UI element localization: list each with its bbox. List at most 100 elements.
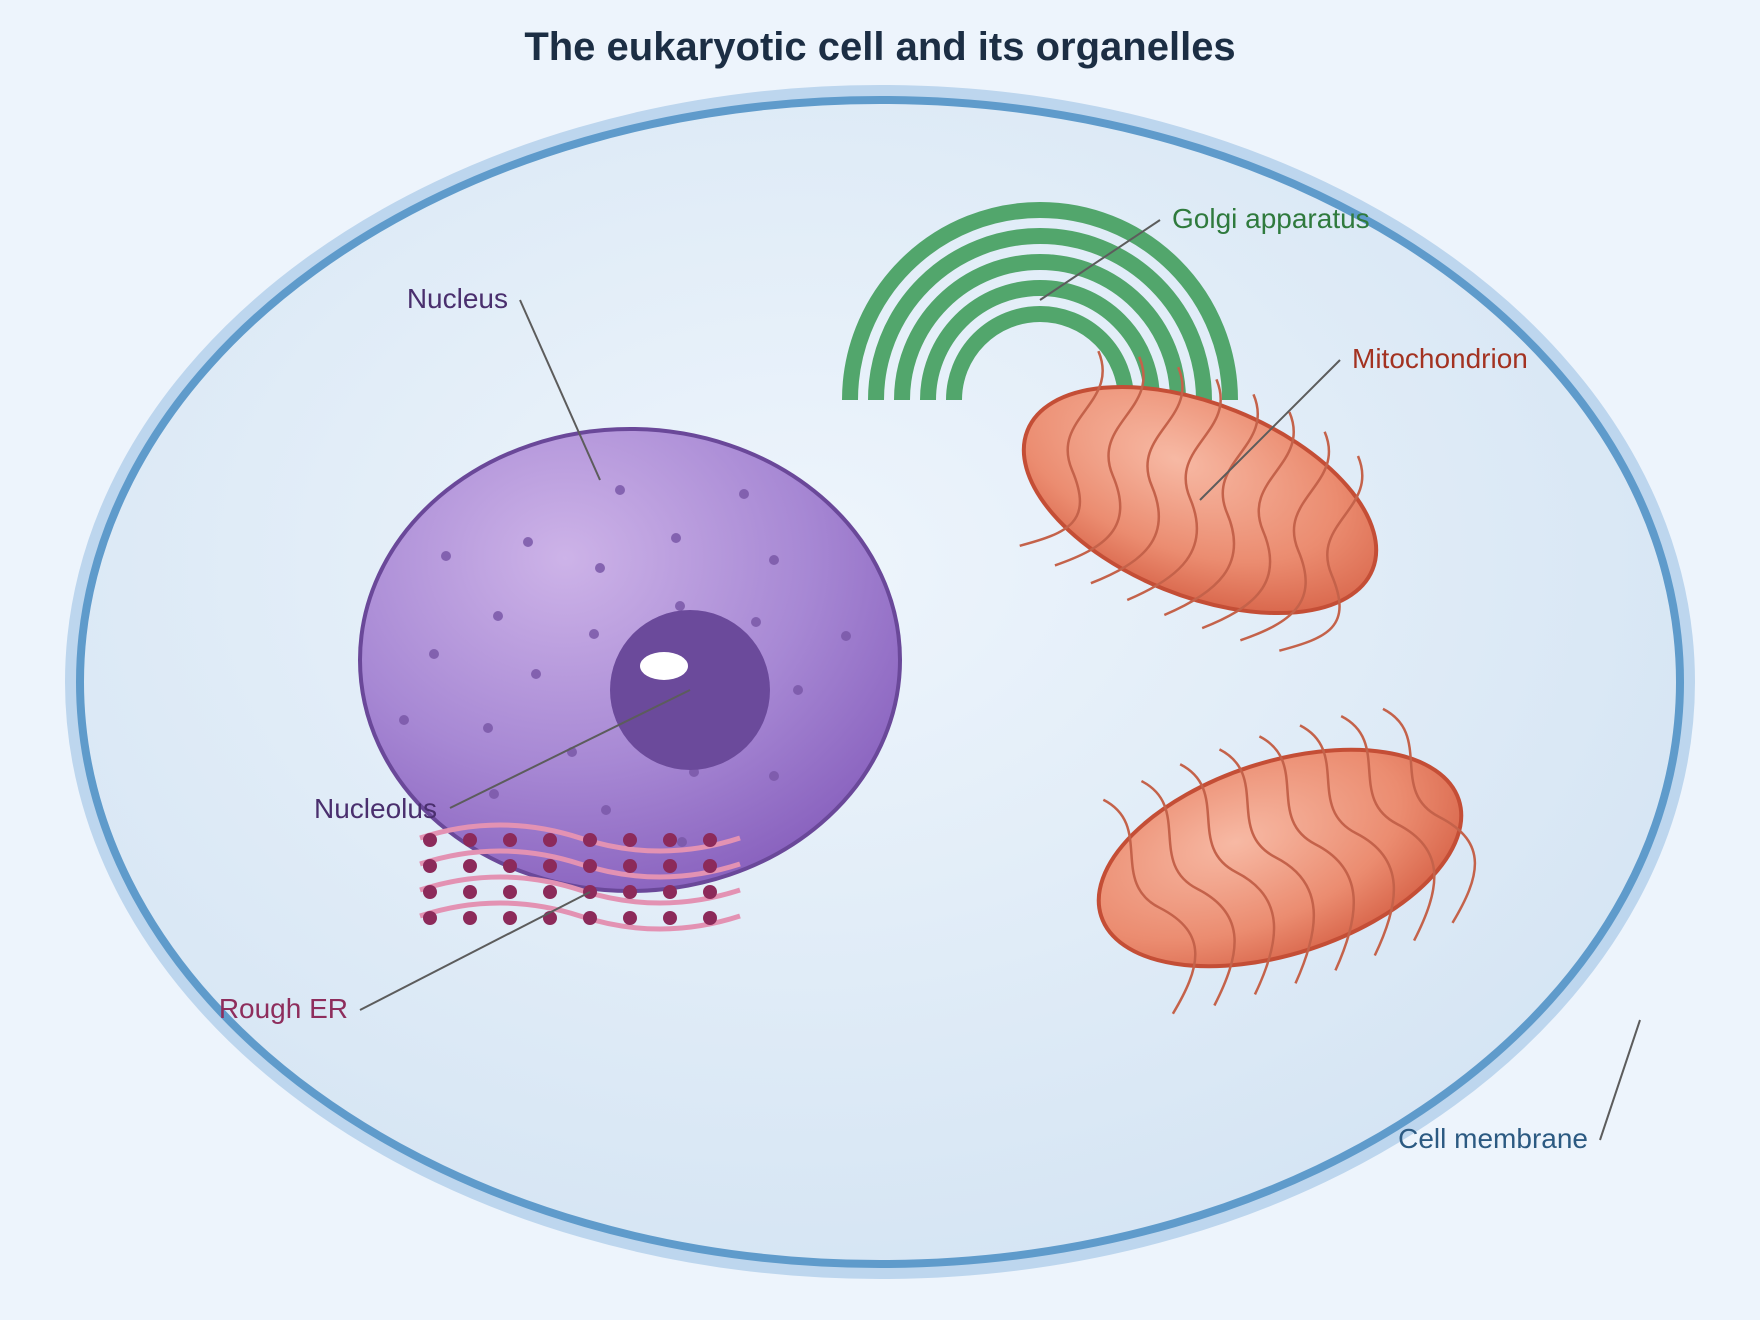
nucleus-label: Nucleus — [407, 283, 508, 314]
ribosome — [423, 859, 437, 873]
chromatin-dot — [739, 489, 749, 499]
ribosome — [663, 911, 677, 925]
crista — [1340, 715, 1436, 942]
golgi-apparatus — [842, 202, 1238, 401]
crista — [1102, 798, 1197, 1015]
ribosome — [583, 859, 597, 873]
nucleus — [358, 427, 902, 893]
mitochondrion-lower — [1096, 707, 1477, 1015]
ribosome — [623, 859, 637, 873]
diagram-title: The eukaryotic cell and its organelles — [524, 25, 1235, 69]
mitochondrion-leader-line — [1199, 359, 1341, 501]
cell-membrane-label: Cell membrane — [1398, 1123, 1588, 1154]
chromatin-dot — [671, 533, 681, 543]
chromatin-dot — [677, 837, 687, 847]
nucleus-leader-line — [519, 299, 601, 481]
rough-er-leader-line — [359, 891, 591, 1011]
golgi-cisterna — [946, 306, 1134, 401]
ribosome — [423, 833, 437, 847]
chromatin-dot — [595, 563, 605, 573]
ribosome — [703, 911, 717, 925]
ribosome — [663, 859, 677, 873]
chromatin-dot — [483, 723, 493, 733]
golgi-cisterna — [894, 254, 1186, 401]
ribosome — [703, 885, 717, 899]
ribosome — [463, 859, 477, 873]
chromatin-dot — [769, 555, 779, 565]
golgi-cisterna — [920, 280, 1160, 401]
cell-membrane-halo — [65, 85, 1695, 1279]
ribosome — [423, 885, 437, 899]
ribosome — [583, 911, 597, 925]
ribosome — [463, 833, 477, 847]
golgi-leader-line — [1039, 219, 1161, 301]
crista — [1019, 350, 1104, 548]
mitochondrion-outer-membrane — [1096, 747, 1464, 969]
ribosome — [623, 911, 637, 925]
chromatin-dot — [589, 629, 599, 639]
golgi-apparatus-label: Golgi apparatus — [1172, 203, 1370, 234]
ribosome — [543, 833, 557, 847]
ribosome — [503, 859, 517, 873]
nucleolus-leader-line — [449, 689, 691, 809]
nucleolus-label: Nucleolus — [314, 793, 437, 824]
chromatin-dot — [841, 631, 851, 641]
crista — [1140, 779, 1236, 1007]
chromatin-dot — [441, 551, 451, 561]
ribosome — [463, 885, 477, 899]
chromatin-dots — [399, 485, 851, 847]
cell-membrane-leader-line — [1599, 1019, 1641, 1141]
golgi-cisterna — [842, 202, 1238, 401]
crista — [1163, 393, 1260, 617]
crista — [1279, 455, 1364, 652]
ribosome — [503, 885, 517, 899]
crista — [1126, 378, 1222, 602]
ribosome — [463, 911, 477, 925]
chromatin-dot — [493, 611, 503, 621]
chromatin-dot — [769, 771, 779, 781]
chromatin-dot — [615, 485, 625, 495]
crista — [1382, 707, 1477, 924]
er-cisterna — [419, 848, 741, 880]
crista — [1258, 735, 1356, 971]
crista — [1054, 356, 1145, 567]
chromatin-dot — [793, 685, 803, 695]
ribosome — [663, 885, 677, 899]
chromatin-dot — [601, 805, 611, 815]
crista — [1299, 724, 1396, 957]
ribosome — [583, 833, 597, 847]
ribosome — [503, 833, 517, 847]
ribosome — [623, 833, 637, 847]
chromatin-dot — [489, 789, 499, 799]
cell-membrane — [76, 96, 1684, 1268]
rough-er — [419, 822, 741, 932]
nucleolus-highlight — [640, 652, 688, 680]
ribosome — [543, 885, 557, 899]
ribosome — [623, 885, 637, 899]
crista — [1201, 411, 1296, 630]
ribosome — [703, 833, 717, 847]
chromatin-dot — [675, 601, 685, 611]
ribosome — [423, 911, 437, 925]
rough-er-label: Rough ER — [219, 993, 348, 1024]
er-cisterna — [419, 874, 741, 906]
chromatin-dot — [429, 649, 439, 659]
crista — [1090, 366, 1184, 585]
chromatin-dot — [751, 617, 761, 627]
er-cisterna — [419, 900, 741, 932]
chromatin-dot — [531, 669, 541, 679]
chromatin-dot — [523, 537, 533, 547]
mitochondrion-label: Mitochondrion — [1352, 343, 1528, 374]
ribosome — [703, 859, 717, 873]
crista — [1218, 748, 1316, 984]
ribosome — [663, 833, 677, 847]
ribosome — [503, 911, 517, 925]
ribosome — [543, 859, 557, 873]
crista — [1179, 763, 1276, 995]
crista — [1239, 431, 1331, 642]
golgi-cisterna — [868, 228, 1212, 401]
chromatin-dot — [399, 715, 409, 725]
er-cisterna — [419, 822, 741, 854]
